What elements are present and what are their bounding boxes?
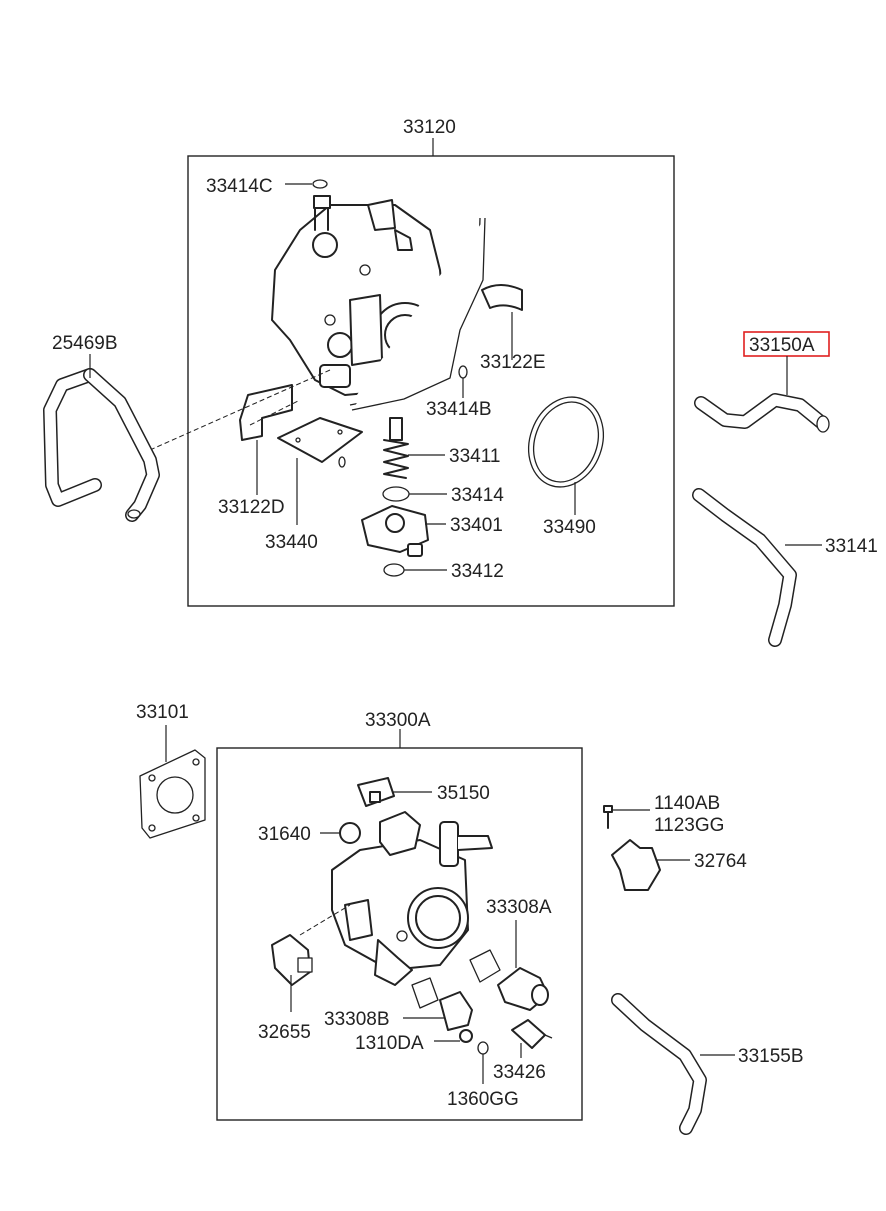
label-33490[interactable]: 33490	[543, 517, 596, 538]
ring-33490	[528, 396, 604, 488]
clip-33122E	[481, 284, 523, 311]
cover-33440	[277, 417, 363, 463]
label-33412[interactable]: 33412	[451, 561, 504, 582]
label-33122D[interactable]: 33122D	[218, 497, 285, 518]
label-33308A[interactable]: 33308A	[486, 897, 552, 918]
o-ring-33414B	[458, 365, 468, 379]
actuator-33308B	[411, 977, 473, 1031]
label-33155B[interactable]: 33155B	[738, 1046, 804, 1067]
hose-33141	[692, 488, 797, 647]
label-32655[interactable]: 32655	[258, 1022, 311, 1043]
label-33120[interactable]: 33120	[403, 117, 456, 138]
label-1310DA[interactable]: 1310DA	[355, 1033, 424, 1054]
label-35150[interactable]: 35150	[437, 783, 490, 804]
label-1123GG[interactable]: 1123GG	[654, 815, 724, 836]
washer-1360GG	[477, 1041, 489, 1055]
bracket-32764	[611, 839, 661, 891]
actuator-33308A	[469, 949, 549, 1011]
label-33122E[interactable]: 33122E	[480, 352, 546, 373]
hose-33150A	[694, 393, 830, 433]
bracket-33122D	[239, 384, 293, 441]
nut-1310DA	[459, 1029, 473, 1043]
label-33141[interactable]: 33141	[825, 536, 878, 557]
assembly-box-33120	[187, 155, 675, 607]
sensor-35150	[357, 777, 395, 807]
gasket-33101	[139, 749, 206, 839]
label-33414B[interactable]: 33414B	[426, 399, 492, 420]
label-1360GG[interactable]: 1360GG	[447, 1089, 519, 1110]
label-33300A[interactable]: 33300A	[365, 710, 431, 731]
cap-31640	[339, 822, 361, 844]
label-32764[interactable]: 32764	[694, 851, 747, 872]
hose-33155B	[611, 993, 707, 1135]
label-25469B[interactable]: 25469B	[52, 333, 118, 354]
throttle-body-33300A	[331, 811, 493, 986]
spring-33411	[383, 417, 409, 479]
label-33401[interactable]: 33401	[450, 515, 503, 536]
o-ring-33414	[382, 486, 410, 502]
sensor-33426	[511, 1019, 553, 1049]
gasket-33412	[383, 563, 405, 577]
label-33101[interactable]: 33101	[136, 702, 189, 723]
label-33414C[interactable]: 33414C	[206, 176, 273, 197]
label-33150A[interactable]: 33150A	[749, 335, 815, 356]
bolt-1140AB	[603, 805, 613, 829]
label-33308B[interactable]: 33308B	[324, 1009, 390, 1030]
label-33414[interactable]: 33414	[451, 485, 504, 506]
label-1140AB[interactable]: 1140AB	[654, 793, 720, 814]
label-33440[interactable]: 33440	[265, 532, 318, 553]
sensor-32655	[271, 934, 313, 986]
label-33426[interactable]: 33426	[493, 1062, 546, 1083]
label-31640[interactable]: 31640	[258, 824, 311, 845]
label-33411[interactable]: 33411	[449, 446, 500, 467]
valve-33401	[361, 505, 429, 557]
hose-25469B	[43, 368, 160, 522]
plug-33414C	[312, 179, 328, 189]
